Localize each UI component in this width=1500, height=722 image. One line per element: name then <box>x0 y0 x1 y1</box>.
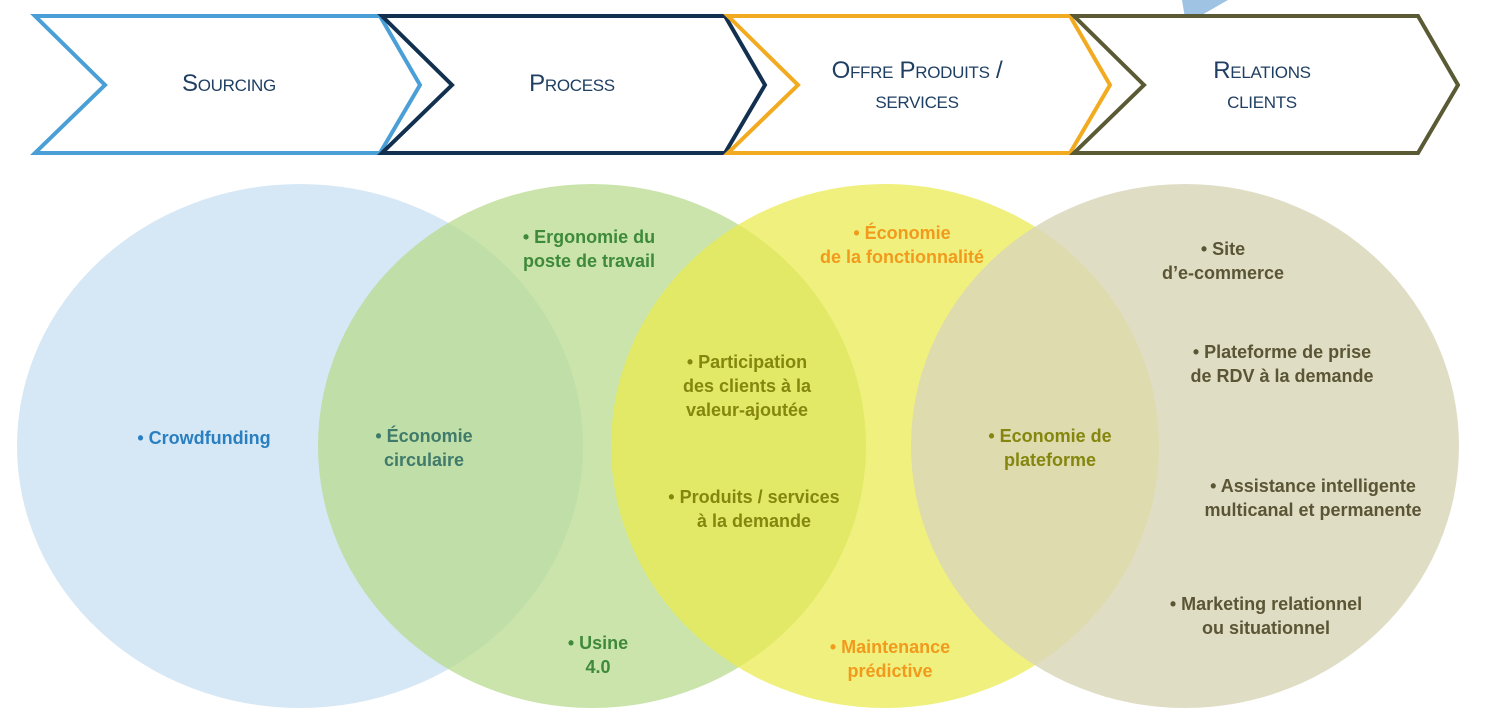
site-line-1: • Site <box>1200 239 1246 259</box>
crowdfunding-text: • Crowdfunding <box>137 428 271 448</box>
participation-line-1: • Participation <box>686 352 808 372</box>
label-economie-fonctionnalite: • Économie de la fonctionnalité <box>820 221 984 269</box>
rdv-line-1: • Plateforme de prise <box>1192 342 1372 362</box>
chevron-offre <box>723 14 1113 155</box>
stage-title-offre: Offre Produits / services <box>831 57 1003 114</box>
label-crowdfunding: • Crowdfunding <box>137 426 270 450</box>
label-ergonomie: • Ergonomie du poste de travail <box>523 225 655 273</box>
rdv-line-2: de RDV à la demande <box>1190 366 1374 386</box>
participation-line-3: valeur-ajoutée <box>685 400 809 420</box>
stage-title-relations: Relations clients <box>1213 57 1311 114</box>
plateforme-line-2: plateforme <box>1003 450 1097 470</box>
economie-circulaire-line-2: circulaire <box>383 450 465 470</box>
produits-line-2: à la demande <box>696 511 812 531</box>
chevron-relations <box>1069 14 1461 155</box>
label-maintenance: • Maintenance prédictive <box>830 635 950 683</box>
fonctionnalite-line-1: • Économie <box>853 223 951 243</box>
produits-line-1: • Produits / services <box>668 487 840 507</box>
plateforme-line-1: • Economie de <box>988 426 1112 446</box>
label-site-ecommerce: • Site d’e-commerce <box>1162 237 1284 285</box>
ergonomie-line-2: poste de travail <box>522 251 656 271</box>
label-economie-circulaire: • Économie circulaire <box>375 424 472 472</box>
stage-title-sourcing: Sourcing <box>182 70 276 97</box>
chevron-process <box>377 14 768 155</box>
label-plateforme-rdv: • Plateforme de prise de RDV à la demand… <box>1190 340 1373 388</box>
label-assistance: • Assistance intelligente multicanal et … <box>1204 474 1421 522</box>
stage-title-process: Process <box>529 70 615 97</box>
assistance-line-1: • Assistance intelligente <box>1210 476 1416 496</box>
label-usine: • Usine 4.0 <box>568 631 628 679</box>
marketing-line-2: ou situationnel <box>1202 618 1330 638</box>
label-economie-plateforme: • Economie de plateforme <box>988 424 1111 472</box>
maintenance-line-2: prédictive <box>847 661 933 681</box>
label-marketing: • Marketing relationnel ou situationnel <box>1170 592 1362 640</box>
usine-line-1: • Usine <box>567 633 629 653</box>
fonctionnalite-line-2: de la fonctionnalité <box>819 247 985 267</box>
ergonomie-line-1: • Ergonomie du <box>522 227 656 247</box>
assistance-line-2: multicanal et permanente <box>1204 500 1422 520</box>
usine-line-2: 4.0 <box>585 657 611 677</box>
economie-circulaire-line-1: • Économie <box>375 426 473 446</box>
marketing-line-1: • Marketing relationnel <box>1169 594 1363 614</box>
label-participation: • Participation des clients à la valeur-… <box>683 350 811 422</box>
maintenance-line-1: • Maintenance <box>829 637 951 657</box>
label-produits-services: • Produits / services à la demande <box>668 485 839 533</box>
circle-relations <box>911 184 1459 708</box>
participation-line-2: des clients à la <box>682 376 812 396</box>
site-line-2: d’e-commerce <box>1161 263 1285 283</box>
